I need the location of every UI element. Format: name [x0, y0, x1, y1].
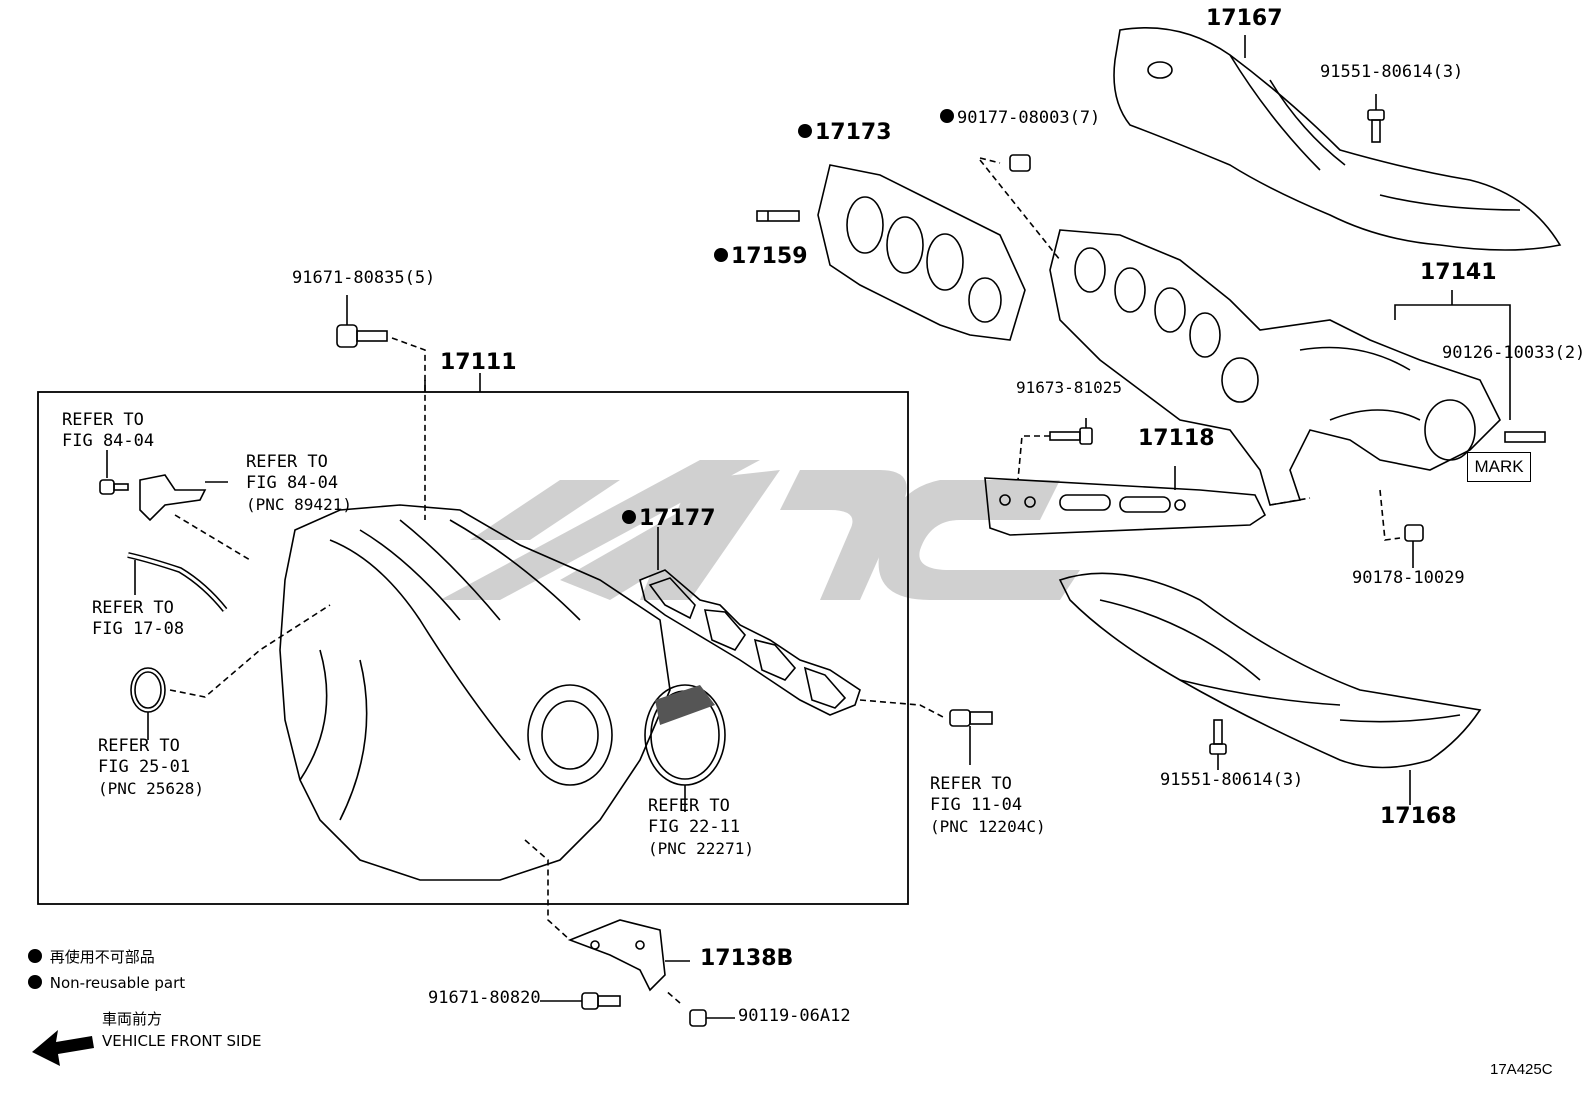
part-91671-top-label: 91671-80835(5)	[292, 268, 436, 288]
throttle-gasket-22-11-drawing	[644, 684, 726, 812]
part-17111-label: 17111	[440, 350, 517, 375]
bolt-91551-upper-drawing	[1367, 94, 1385, 143]
part-90177-label: 90177-08003(7)	[940, 109, 1100, 127]
intake-gasket-drawing	[639, 527, 946, 719]
sensor-84-04-drawing	[99, 450, 251, 561]
part-91671-bottom-label: 91671-80820	[428, 988, 541, 1008]
stud-90126-drawing	[1504, 431, 1546, 443]
non-reusable-dot-icon	[714, 248, 728, 262]
clamp-25-01-drawing	[130, 604, 331, 740]
hose-17-08-drawing	[127, 552, 228, 612]
part-17138B-label: 17138B	[700, 946, 794, 971]
bolt-91671-bottom-drawing	[540, 992, 621, 1010]
bolt-91673-drawing	[1017, 418, 1093, 481]
nut-90178-drawing	[1379, 489, 1424, 568]
exhaust-gasket-drawing	[817, 164, 1026, 341]
part-90119-label: 90119-06A12	[738, 1006, 851, 1026]
exhaust-manifold-drawing	[1049, 229, 1511, 506]
heat-insulator-upper-drawing	[1113, 27, 1562, 251]
mark-label: MARK	[1467, 452, 1531, 482]
bolt-91671-top-drawing	[336, 295, 426, 520]
heat-insulator-lower-drawing	[1058, 572, 1482, 805]
manifold-stay-17118-drawing	[984, 466, 1311, 536]
bolt-91551-lower-drawing	[1209, 719, 1227, 770]
part-17118-label: 17118	[1138, 426, 1215, 451]
vehicle-front-arrow	[32, 1030, 94, 1066]
non-reusable-dot-icon	[798, 124, 812, 138]
part-91673-label: 91673-81025	[1016, 378, 1122, 397]
part-17177-label: 17177	[622, 508, 716, 530]
legend-front-en: VEHICLE FRONT SIDE	[102, 1032, 262, 1050]
part-91551-top-label: 91551-80614(3)	[1320, 62, 1464, 82]
bolt-90119-drawing	[664, 989, 735, 1027]
part-90178-label: 90178-10029	[1352, 568, 1465, 588]
part-17141-label: 17141	[1420, 260, 1497, 285]
non-reusable-dot-icon	[940, 109, 954, 123]
figure-code: 17A425C	[1490, 1061, 1553, 1078]
nut-90177-drawing	[979, 154, 1061, 261]
non-reusable-dot-icon	[28, 974, 42, 989]
part-17173-label: 17173	[798, 122, 892, 144]
legend-front-jp: 車両前方	[102, 1010, 163, 1028]
non-reusable-dot-icon	[622, 510, 636, 524]
bracket-17138B-drawing	[524, 839, 690, 992]
stud-17159-drawing	[756, 210, 800, 222]
part-90126-label: 90126-10033(2)	[1442, 343, 1586, 363]
intake-manifold-group-frame	[37, 391, 909, 905]
part-91551-bottom-label: 91551-80614(3)	[1160, 770, 1304, 790]
part-17168-label: 17168	[1380, 804, 1457, 829]
non-reusable-dot-icon	[28, 948, 42, 963]
intake-manifold-drawing	[279, 373, 671, 881]
watermark-logo	[440, 460, 1080, 600]
part-17159-label: 17159	[714, 246, 808, 268]
plug-11-04-drawing	[949, 709, 993, 765]
legend-non-reusable-jp: 再使用不可部品	[28, 948, 155, 965]
legend-non-reusable-en: Non-reusable part	[28, 974, 185, 991]
part-17167-label: 17167	[1206, 6, 1283, 31]
